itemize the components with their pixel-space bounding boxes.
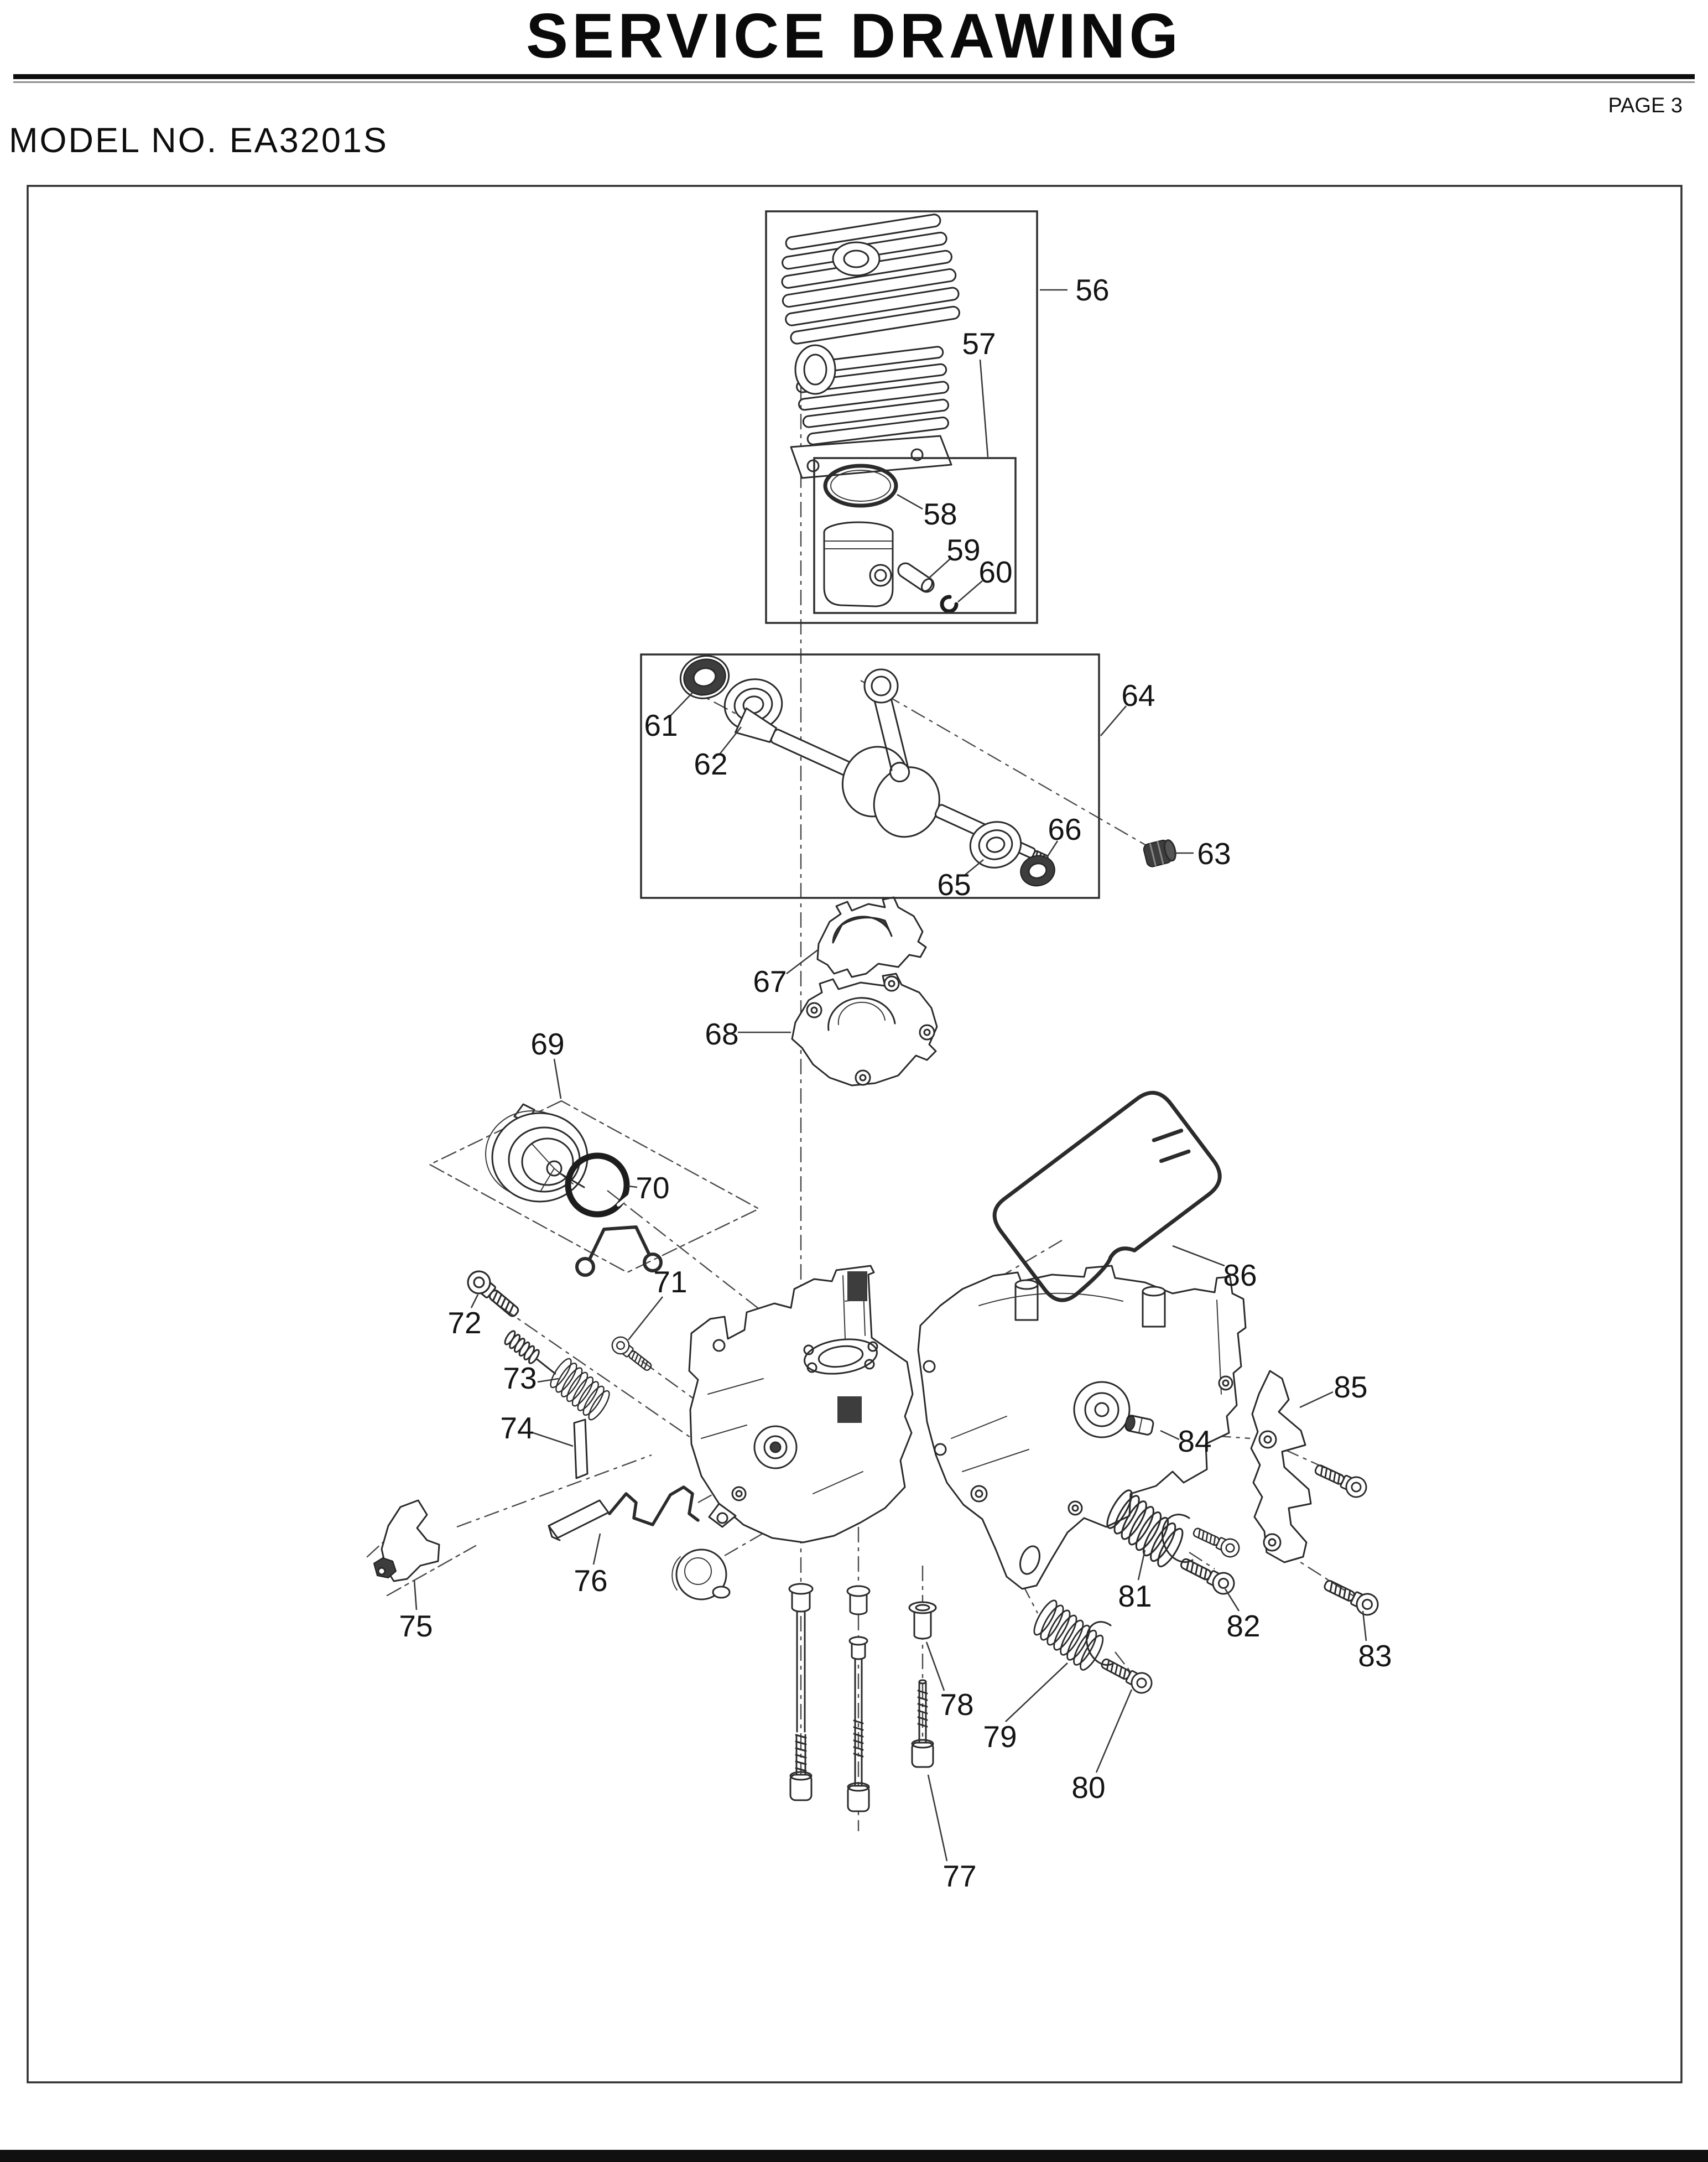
part-label-73: 73 (503, 1361, 537, 1395)
screw-82b-drawing (1176, 1552, 1239, 1599)
page-number: PAGE 3 (1608, 94, 1683, 117)
part-label-57: 57 (962, 326, 996, 361)
part-label-69: 69 (530, 1027, 564, 1061)
part-label-80: 80 (1071, 1770, 1105, 1805)
part-label-77: 77 (942, 1859, 976, 1893)
part-label-82: 82 (1226, 1609, 1260, 1643)
gasket-86-drawing (992, 1090, 1222, 1302)
part-label-62: 62 (694, 747, 727, 781)
part-label-60: 60 (978, 555, 1012, 589)
spring-79-drawing (1025, 1597, 1115, 1674)
part-label-70: 70 (636, 1171, 669, 1205)
part-label-64: 64 (1121, 678, 1155, 713)
screw-83a-drawing (1311, 1458, 1371, 1501)
assembly-centerlines (456, 384, 1357, 1831)
group-box-57 (813, 457, 1017, 614)
part-label-86: 86 (1223, 1258, 1257, 1292)
part-label-74: 74 (500, 1411, 534, 1445)
part-label-67: 67 (753, 964, 787, 999)
part-label-75: 75 (399, 1609, 433, 1643)
part-label-59: 59 (946, 533, 980, 567)
group-box-56 (765, 210, 1038, 624)
guide-plate-76-drawing (548, 1485, 700, 1541)
oil-seal-61-drawing (679, 655, 730, 699)
part-label-56: 56 (1075, 273, 1109, 307)
leader-lines (413, 289, 1367, 1862)
part-label-63: 63 (1197, 836, 1231, 871)
upper-shell-67-drawing (816, 896, 927, 978)
screw-83b-drawing (1320, 1573, 1382, 1619)
screw-80-drawing (1097, 1652, 1156, 1697)
nut-63-drawing (1143, 839, 1176, 867)
cylinder-drawing (781, 214, 960, 479)
part-label-84: 84 (1178, 1424, 1211, 1458)
crankshaft-drawing (735, 707, 1049, 864)
part-label-81: 81 (1118, 1579, 1152, 1613)
part-label-66: 66 (1048, 812, 1081, 846)
part-label-58: 58 (923, 497, 957, 531)
cap-drawing (671, 1548, 731, 1600)
header-rule-thick (13, 74, 1695, 79)
bumper-spike-85-drawing (1250, 1370, 1312, 1563)
oil-pump-assembly-drawing (429, 1100, 760, 1277)
o-ring-70-drawing (565, 1152, 630, 1218)
key-74-drawing (573, 1418, 589, 1479)
part-label-61: 61 (644, 708, 678, 742)
ball-bearing-65-drawing (969, 821, 1022, 869)
crankshaft-assembly-drawing (679, 655, 1176, 887)
page-title: SERVICE DRAWING (525, 1, 1183, 71)
part-label-68: 68 (705, 1017, 738, 1051)
screw-82a-drawing (1190, 1522, 1243, 1561)
chain-catcher-75-drawing (366, 1499, 477, 1597)
part-label-71: 71 (653, 1265, 687, 1299)
part-label-83: 83 (1358, 1639, 1392, 1673)
model-number: MODEL NO. EA3201S (9, 121, 388, 160)
pin-84-drawing (1124, 1415, 1154, 1436)
lower-shell-68-drawing (791, 973, 938, 1087)
part-number-labels: 56 57 58 59 60 61 62 63 64 65 66 67 68 6… (399, 273, 1392, 1893)
part-label-78: 78 (940, 1687, 973, 1722)
piston-assembly-drawing (823, 464, 959, 614)
part-label-85: 85 (1334, 1370, 1367, 1404)
footer-bar (0, 2150, 1708, 2162)
group-box-64 (640, 653, 1100, 899)
collar-78-drawing (908, 1601, 937, 1640)
diagram-frame (27, 185, 1683, 2083)
screw-71-drawing (608, 1333, 656, 1376)
oil-seal-66-drawing (1020, 855, 1055, 887)
header-rule-thin (13, 81, 1695, 83)
part-label-72: 72 (447, 1306, 481, 1340)
crankcase-left-half-drawing (688, 1265, 914, 1543)
part-label-65: 65 (937, 867, 971, 902)
bolts-77-drawing (788, 1583, 934, 1812)
part-label-79: 79 (983, 1719, 1017, 1754)
circlip-drawing (940, 595, 959, 614)
oil-pipe-clip-drawing (575, 1225, 663, 1277)
part-label-76: 76 (574, 1563, 607, 1598)
spring-81-drawing (1098, 1486, 1194, 1571)
piston-pin-drawing (897, 562, 935, 593)
crankcase-right-half-drawing (917, 1265, 1247, 1590)
